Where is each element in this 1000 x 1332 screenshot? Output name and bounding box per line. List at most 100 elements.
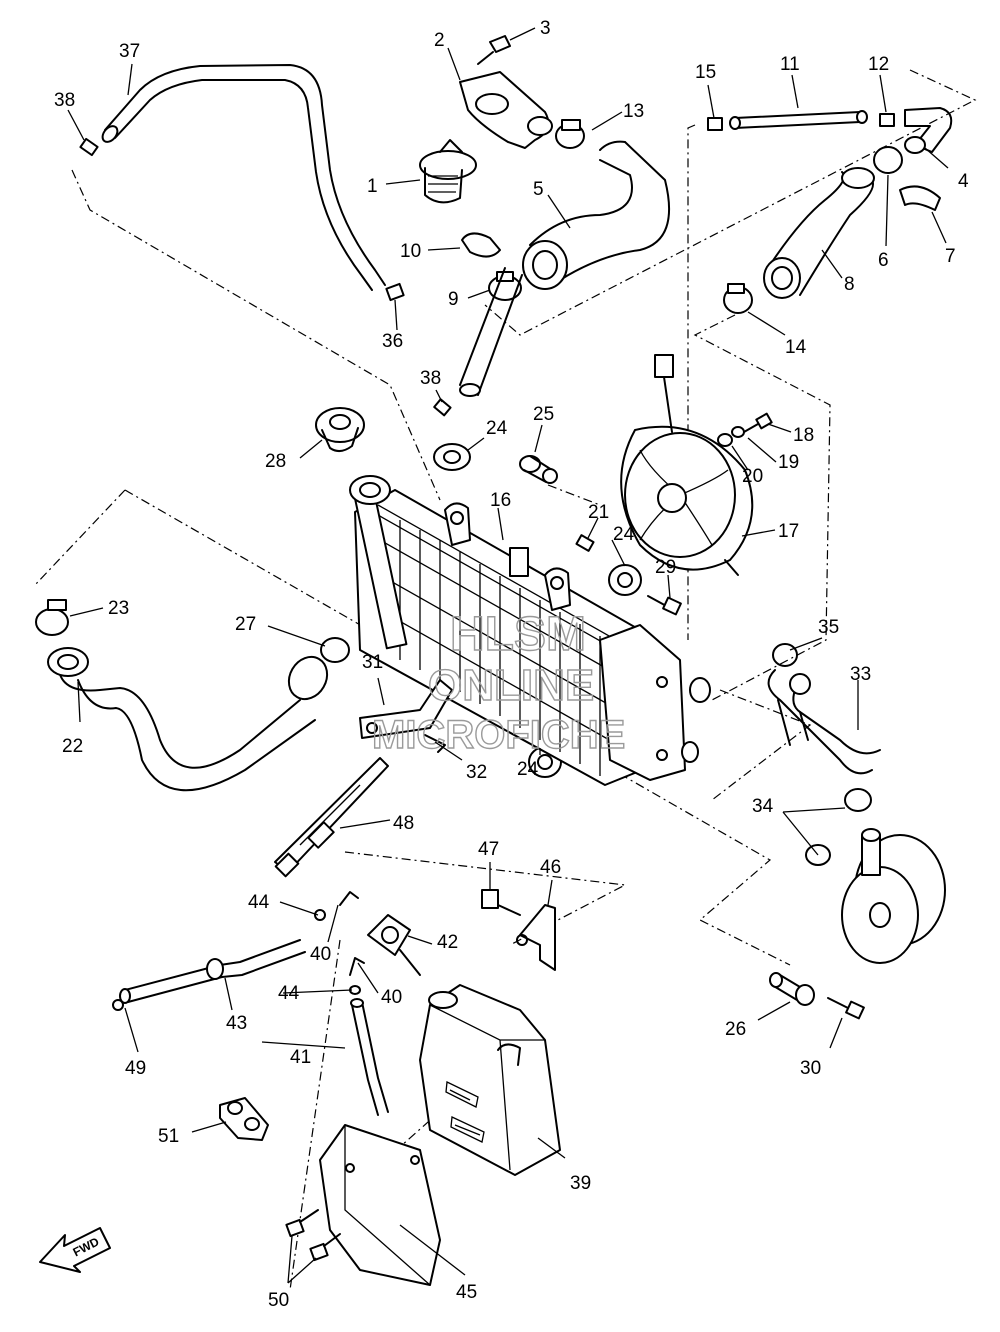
watermark-line-2: ONLINE (428, 661, 594, 710)
callout-11: 11 (780, 54, 800, 75)
part-17-cooling-fan (620, 425, 754, 576)
callout-17: 17 (778, 521, 799, 542)
callout-41: 41 (290, 1047, 311, 1068)
callout-39: 39 (570, 1173, 591, 1194)
part-29-bolt (647, 595, 682, 616)
part-21-nut (575, 534, 595, 552)
callout-labels: 1 2 3 4 5 6 7 8 9 10 11 12 13 14 15 16 1… (54, 18, 969, 1311)
callout-40b: 40 (381, 987, 402, 1008)
callout-38b: 38 (420, 368, 441, 389)
part-25-collar (519, 455, 558, 484)
callout-19: 19 (778, 452, 799, 473)
callout-31: 31 (362, 652, 383, 673)
part-27-clamp (320, 637, 350, 663)
part-51-hose-holder (219, 1097, 269, 1141)
part-38-clamp-lower (433, 398, 452, 417)
callout-22: 22 (62, 736, 83, 757)
callout-13: 13 (623, 101, 644, 122)
callout-29: 29 (655, 557, 676, 578)
callout-45: 45 (456, 1282, 477, 1303)
part-31-bracket (359, 679, 453, 739)
callout-40a: 40 (310, 944, 331, 965)
callout-35: 35 (818, 617, 839, 638)
callout-2: 2 (434, 30, 445, 51)
part-43-hose (119, 939, 306, 1004)
part-11-water-pipe (729, 110, 868, 130)
callout-24c: 24 (517, 759, 539, 780)
watermark-line-1: HLSM (450, 608, 586, 661)
part-34-clamp-a (844, 788, 872, 812)
part-37-bypass-hose (101, 64, 386, 291)
part-4-hose-elbow (904, 107, 953, 154)
part-41-hose (350, 998, 389, 1116)
part-10-clamp (461, 232, 501, 258)
part-30-bolt (827, 997, 865, 1020)
callout-26: 26 (725, 1019, 746, 1040)
overflow-hose-segment (459, 267, 523, 397)
part-46-bracket (516, 904, 556, 971)
part-33-oil-cooler-hose (767, 669, 881, 775)
part-2-thermostat-cover (459, 71, 553, 149)
part-40-pipe-upper (339, 891, 359, 906)
callout-42: 42 (437, 932, 458, 953)
part-35-clamp (772, 643, 798, 667)
callout-48: 48 (393, 813, 414, 834)
callout-25: 25 (533, 404, 554, 425)
part-15-clamp (707, 117, 723, 131)
callout-44a: 44 (248, 892, 270, 913)
part-1-thermostat (419, 139, 477, 204)
callout-3: 3 (540, 18, 551, 39)
oil-cooler (841, 828, 946, 964)
part-26-collar (769, 972, 815, 1006)
part-24-grommet-b (608, 564, 642, 596)
part-49-clip (112, 999, 124, 1011)
part-45-reservoir-cover (319, 1124, 441, 1286)
part-47-bolt (481, 889, 521, 916)
part-38-clamp-upper (79, 137, 99, 157)
part-6-clamp (873, 146, 903, 174)
part-34-clamp-b (805, 844, 831, 866)
callout-5: 5 (533, 179, 544, 200)
callout-8: 8 (844, 274, 855, 295)
callout-9: 9 (448, 289, 459, 310)
callout-37: 37 (119, 41, 140, 62)
callout-46: 46 (540, 857, 561, 878)
callout-14: 14 (785, 337, 807, 358)
part-9-clamp (488, 271, 522, 301)
callout-47: 47 (478, 839, 499, 860)
part-3-bolt (477, 35, 511, 65)
callout-43: 43 (226, 1013, 247, 1034)
callout-24a: 24 (486, 418, 508, 439)
callout-28: 28 (265, 451, 286, 472)
callout-10: 10 (400, 241, 421, 262)
part-13-clamp (555, 119, 585, 149)
part-19-washer (731, 426, 745, 438)
part-44-clip-upper (314, 909, 326, 921)
callout-30: 30 (800, 1058, 821, 1079)
watermark-line-3: MICROFICHE (372, 713, 625, 757)
callout-7: 7 (945, 246, 956, 267)
callout-24b: 24 (613, 524, 635, 545)
forward-direction-arrow: FWD (39, 1227, 111, 1273)
part-36-clamp (385, 282, 405, 302)
callout-18: 18 (793, 425, 814, 446)
callout-23: 23 (108, 598, 129, 619)
part-16-radiator (349, 475, 711, 786)
part-50-bolt-b (309, 1233, 341, 1262)
leader-lines (67, 27, 949, 1284)
callout-44b: 44 (278, 983, 300, 1004)
part-48-band (274, 757, 389, 878)
part-24-grommet-a (433, 443, 471, 471)
part-8-radiator-hose (763, 167, 875, 299)
part-50-bolt-a (285, 1209, 319, 1238)
part-22-lower-hose (47, 647, 329, 792)
callout-33: 33 (850, 664, 871, 685)
part-5-radiator-hose (522, 140, 671, 290)
callout-15: 15 (695, 62, 716, 83)
callout-38a: 38 (54, 90, 75, 111)
callout-49: 49 (125, 1058, 146, 1079)
callout-20: 20 (742, 466, 763, 487)
part-20-grommet (717, 433, 733, 447)
callout-4: 4 (958, 171, 969, 192)
